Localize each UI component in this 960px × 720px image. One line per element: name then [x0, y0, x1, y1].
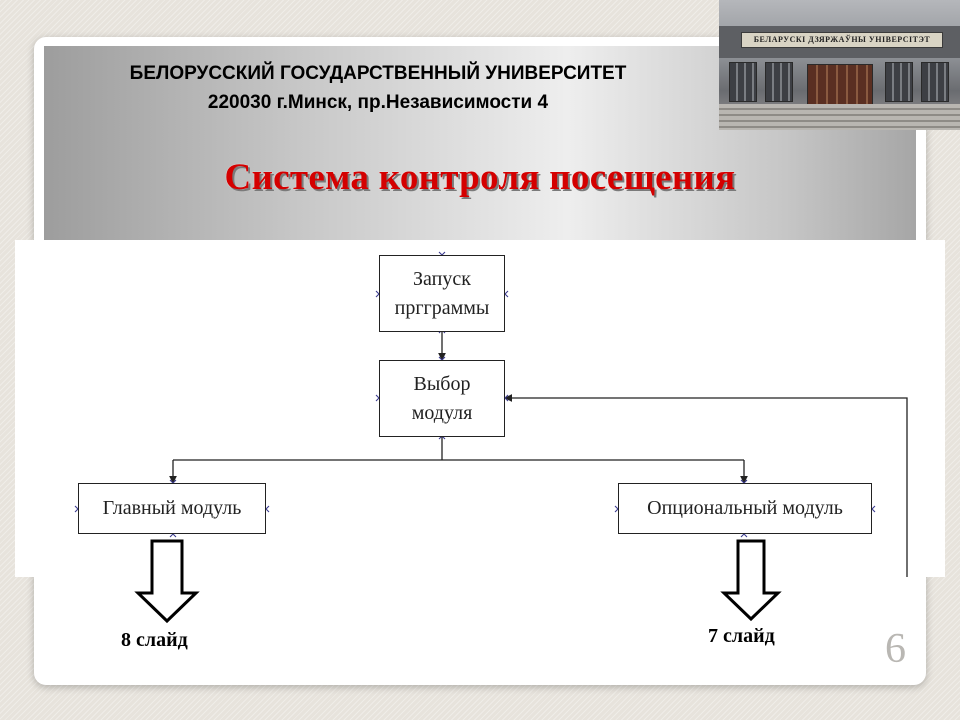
- node-start-line-2: пргграммы: [394, 296, 490, 319]
- slide-title: Система контроля посещения: [224, 157, 736, 198]
- node-select-module: Выбор модуля: [379, 360, 505, 437]
- link-slide-8[interactable]: 8 слайд: [121, 629, 188, 651]
- node-start-line-1: Запуск: [413, 267, 471, 290]
- down-arrow-left: [134, 539, 200, 624]
- university-address: 220030 г.Минск, пр.Независимости 4: [207, 92, 549, 113]
- node-optional-module: Опциональный модуль: [618, 483, 872, 534]
- building-window: [885, 62, 913, 102]
- university-building-photo: БЕЛАРУСКІ ДЗЯРЖАЎНЫ УНІВЕРСІТЭТ: [719, 0, 960, 130]
- down-arrow-right: [720, 539, 782, 622]
- link-slide-7[interactable]: 7 слайд: [708, 625, 775, 647]
- page-number: 6: [885, 626, 906, 672]
- node-start-program: Запуск пргграммы: [379, 255, 505, 332]
- building-entrance: [807, 64, 873, 106]
- building-sign: БЕЛАРУСКІ ДЗЯРЖАЎНЫ УНІВЕРСІТЭТ: [741, 32, 943, 48]
- connector-feedback-loop: [504, 394, 908, 577]
- node-main-module: Главный модуль: [78, 483, 266, 534]
- building-window: [765, 62, 793, 102]
- building-window: [921, 62, 949, 102]
- building-steps: [719, 104, 960, 130]
- building-window: [729, 62, 757, 102]
- node-select-line-2: модуля: [411, 401, 473, 424]
- node-select-line-1: Выбор: [413, 372, 471, 395]
- university-name: БЕЛОРУССКИЙ ГОСУДАРСТВЕННЫЙ УНИВЕРСИТЕТ: [129, 63, 627, 84]
